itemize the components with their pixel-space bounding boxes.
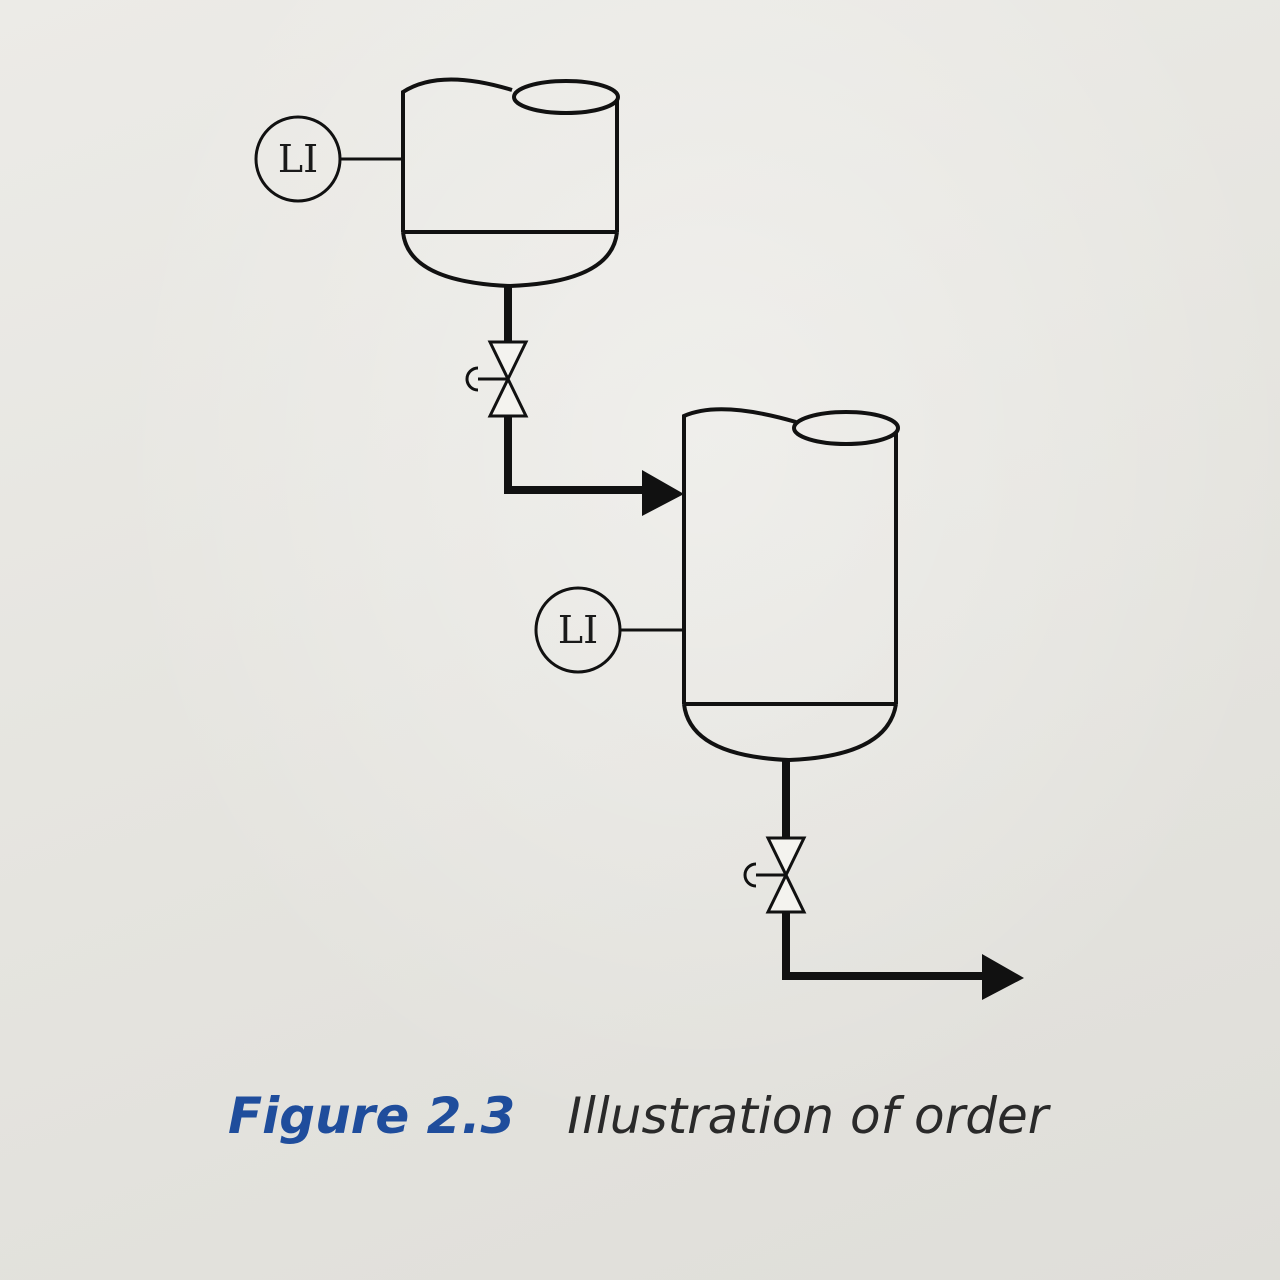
figure-caption-text: Illustration of order [567, 1087, 1049, 1145]
upper-tank [401, 77, 620, 289]
lower-level-indicator: LI [534, 586, 684, 674]
lower-outlet-pipe [782, 760, 988, 980]
figure-label: Figure 2.3 [228, 1087, 516, 1145]
upper-li-label: LI [278, 137, 318, 181]
lower-flow-arrow-icon [982, 954, 1024, 1000]
upper-level-indicator: LI [254, 115, 403, 203]
lower-valve-icon [743, 836, 807, 914]
lower-li-label: LI [558, 608, 598, 652]
figure-caption: Figure 2.3 Illustration of order [228, 1086, 1048, 1146]
process-diagram: LI LI [254, 77, 1024, 1000]
lower-tank [682, 407, 900, 763]
upper-valve-icon [465, 340, 529, 418]
upper-outlet-pipe [504, 286, 648, 494]
upper-flow-arrow-icon [642, 470, 684, 516]
